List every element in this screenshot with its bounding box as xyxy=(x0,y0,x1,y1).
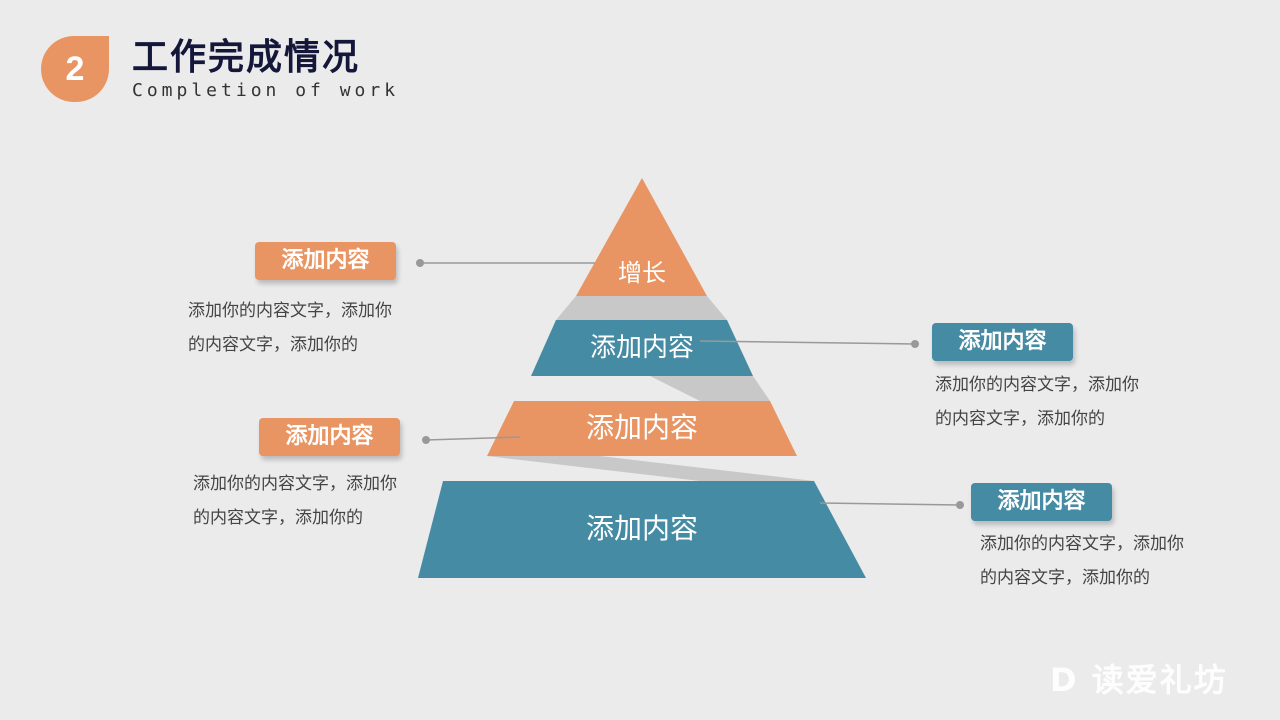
leader-dots xyxy=(416,259,964,509)
callout-text-1: 添加你的内容文字，添加你的内容文字，添加你的 xyxy=(188,301,392,355)
page-subtitle: Completion of work xyxy=(132,80,400,101)
pyramid-layer-4 xyxy=(418,481,866,578)
callout-text-4: 添加你的内容文字，添加你的内容文字，添加你的 xyxy=(980,534,1184,588)
leader-lines xyxy=(420,262,961,506)
pyramid-label-3: 添加内容 xyxy=(585,411,699,444)
connector-shadow xyxy=(487,456,814,481)
pyramid-label-2: 添加内容 xyxy=(589,333,695,363)
pyramid-label-4: 添加内容 xyxy=(585,512,699,545)
callout-label-3: 添加内容 xyxy=(259,418,400,456)
callout-text-3: 添加你的内容文字，添加你的内容文字，添加你的 xyxy=(193,474,397,528)
callout-text-2: 添加你的内容文字，添加你的内容文字，添加你的 xyxy=(935,375,1139,429)
callout-label-2: 添加内容 xyxy=(932,323,1073,361)
connector-shadow xyxy=(650,376,770,401)
callout-label-1: 添加内容 xyxy=(255,242,396,280)
connector-shadow xyxy=(556,296,727,320)
page-title: 工作完成情况 xyxy=(132,37,361,78)
callout-label-4: 添加内容 xyxy=(971,483,1112,521)
pyramid-label-1: 增长 xyxy=(618,259,666,287)
pyramid-layer-3 xyxy=(487,401,797,456)
pyramid-layer-2 xyxy=(531,320,753,376)
pyramid-layer-1 xyxy=(576,178,707,296)
watermark-logo: D 读爱礼坊 xyxy=(1050,661,1228,699)
section-number-badge: 2 xyxy=(41,36,109,102)
